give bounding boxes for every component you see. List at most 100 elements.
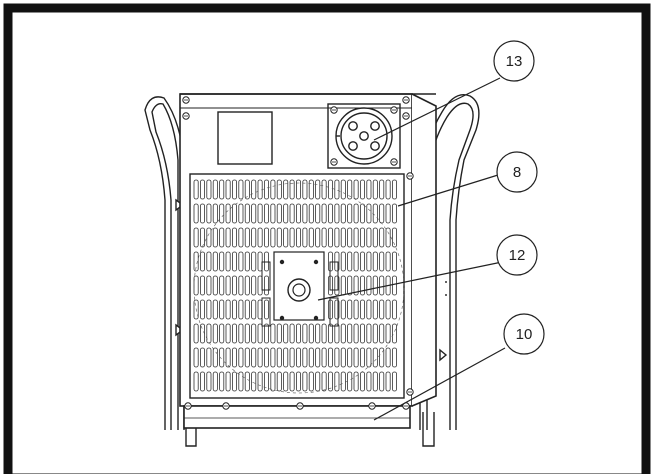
callout-12: 12 [317, 234, 538, 301]
grille-slot [340, 299, 346, 320]
hub-bracket [261, 261, 271, 291]
grille-slot [315, 227, 321, 248]
grille-slot [231, 203, 237, 224]
grille-slot [308, 227, 314, 248]
callout-8: 8 [397, 151, 538, 207]
grille-slot [206, 347, 212, 368]
grille-slot [308, 179, 314, 200]
grille-slot [340, 227, 346, 248]
grille-slot [359, 299, 365, 320]
hub-bracket [329, 297, 339, 327]
callout-13-label: 13 [506, 53, 523, 70]
grille-slot [327, 203, 333, 224]
grille-slot [353, 347, 359, 368]
center-hub [287, 278, 311, 302]
grille-slot [283, 227, 289, 248]
grille-slot [206, 179, 212, 200]
grille-slot [321, 347, 327, 368]
grille-slot [270, 371, 276, 392]
grille-slot [289, 371, 295, 392]
grille-slot [263, 347, 269, 368]
hub-screw [313, 259, 319, 265]
grille-slot [283, 371, 289, 392]
grille-slot [199, 347, 205, 368]
grille-slot [225, 299, 231, 320]
grille-slot [366, 347, 372, 368]
grille-slot [225, 179, 231, 200]
grille-slot [238, 179, 244, 200]
grille-slot [359, 203, 365, 224]
grille-slot [244, 347, 250, 368]
grille-slot [302, 371, 308, 392]
grille-slot [295, 227, 301, 248]
grille-slot [212, 323, 218, 344]
grille-slot [193, 251, 199, 272]
grille-slot [347, 203, 353, 224]
grille-slot [289, 347, 295, 368]
grille-slot [391, 323, 397, 344]
grille-slot [321, 203, 327, 224]
grille-slot [353, 275, 359, 296]
grille-slot [372, 299, 378, 320]
grille-slot [359, 251, 365, 272]
grille-slot [289, 203, 295, 224]
grille-slot [295, 179, 301, 200]
grille-slot [379, 275, 385, 296]
grille-slot [379, 227, 385, 248]
grille-slot [391, 251, 397, 272]
grille-slot [193, 179, 199, 200]
callout-10: 10 [373, 313, 545, 421]
grille-slot [347, 323, 353, 344]
grille-slot [263, 323, 269, 344]
grille-slot [391, 203, 397, 224]
grille-slot [206, 371, 212, 392]
grille-slot [340, 323, 346, 344]
grille-slot [199, 179, 205, 200]
grille-slot [327, 227, 333, 248]
grille-slot [366, 203, 372, 224]
grille-slot [321, 371, 327, 392]
grille-slot [379, 251, 385, 272]
grille-slot [283, 179, 289, 200]
grille-slot [231, 179, 237, 200]
grille-slot [270, 179, 276, 200]
grille-slot [225, 371, 231, 392]
grille-slot [353, 299, 359, 320]
grille-slot [379, 179, 385, 200]
grille-slot [372, 371, 378, 392]
grille-slot [283, 203, 289, 224]
grille-slot [238, 203, 244, 224]
grille-slot [353, 227, 359, 248]
grille-slot [257, 227, 263, 248]
grille-slot [359, 323, 365, 344]
grille-slot [372, 323, 378, 344]
grille-slot [347, 179, 353, 200]
grille-slot [244, 371, 250, 392]
grille-slot [244, 227, 250, 248]
grille-slot [308, 203, 314, 224]
grille-slot [289, 227, 295, 248]
grille-slot [379, 323, 385, 344]
grille-slot [353, 371, 359, 392]
grille-slot [302, 203, 308, 224]
grille-slot [257, 203, 263, 224]
grille-slot [302, 227, 308, 248]
grille-slot [334, 275, 340, 296]
grille-slot [225, 227, 231, 248]
grille-slot [359, 347, 365, 368]
grille-slot [206, 299, 212, 320]
grille-slot [366, 179, 372, 200]
grille-slot [219, 323, 225, 344]
grille-slot [366, 299, 372, 320]
grille-slot [219, 179, 225, 200]
grille-slot [263, 371, 269, 392]
grille-slot [225, 203, 231, 224]
grille-slot [391, 347, 397, 368]
grille-slot [366, 251, 372, 272]
grille-slot [347, 227, 353, 248]
grille-slot [193, 227, 199, 248]
grille-slot [391, 275, 397, 296]
grille-slot [347, 251, 353, 272]
grille-slot [251, 323, 257, 344]
callout-13: 13 [373, 40, 535, 141]
